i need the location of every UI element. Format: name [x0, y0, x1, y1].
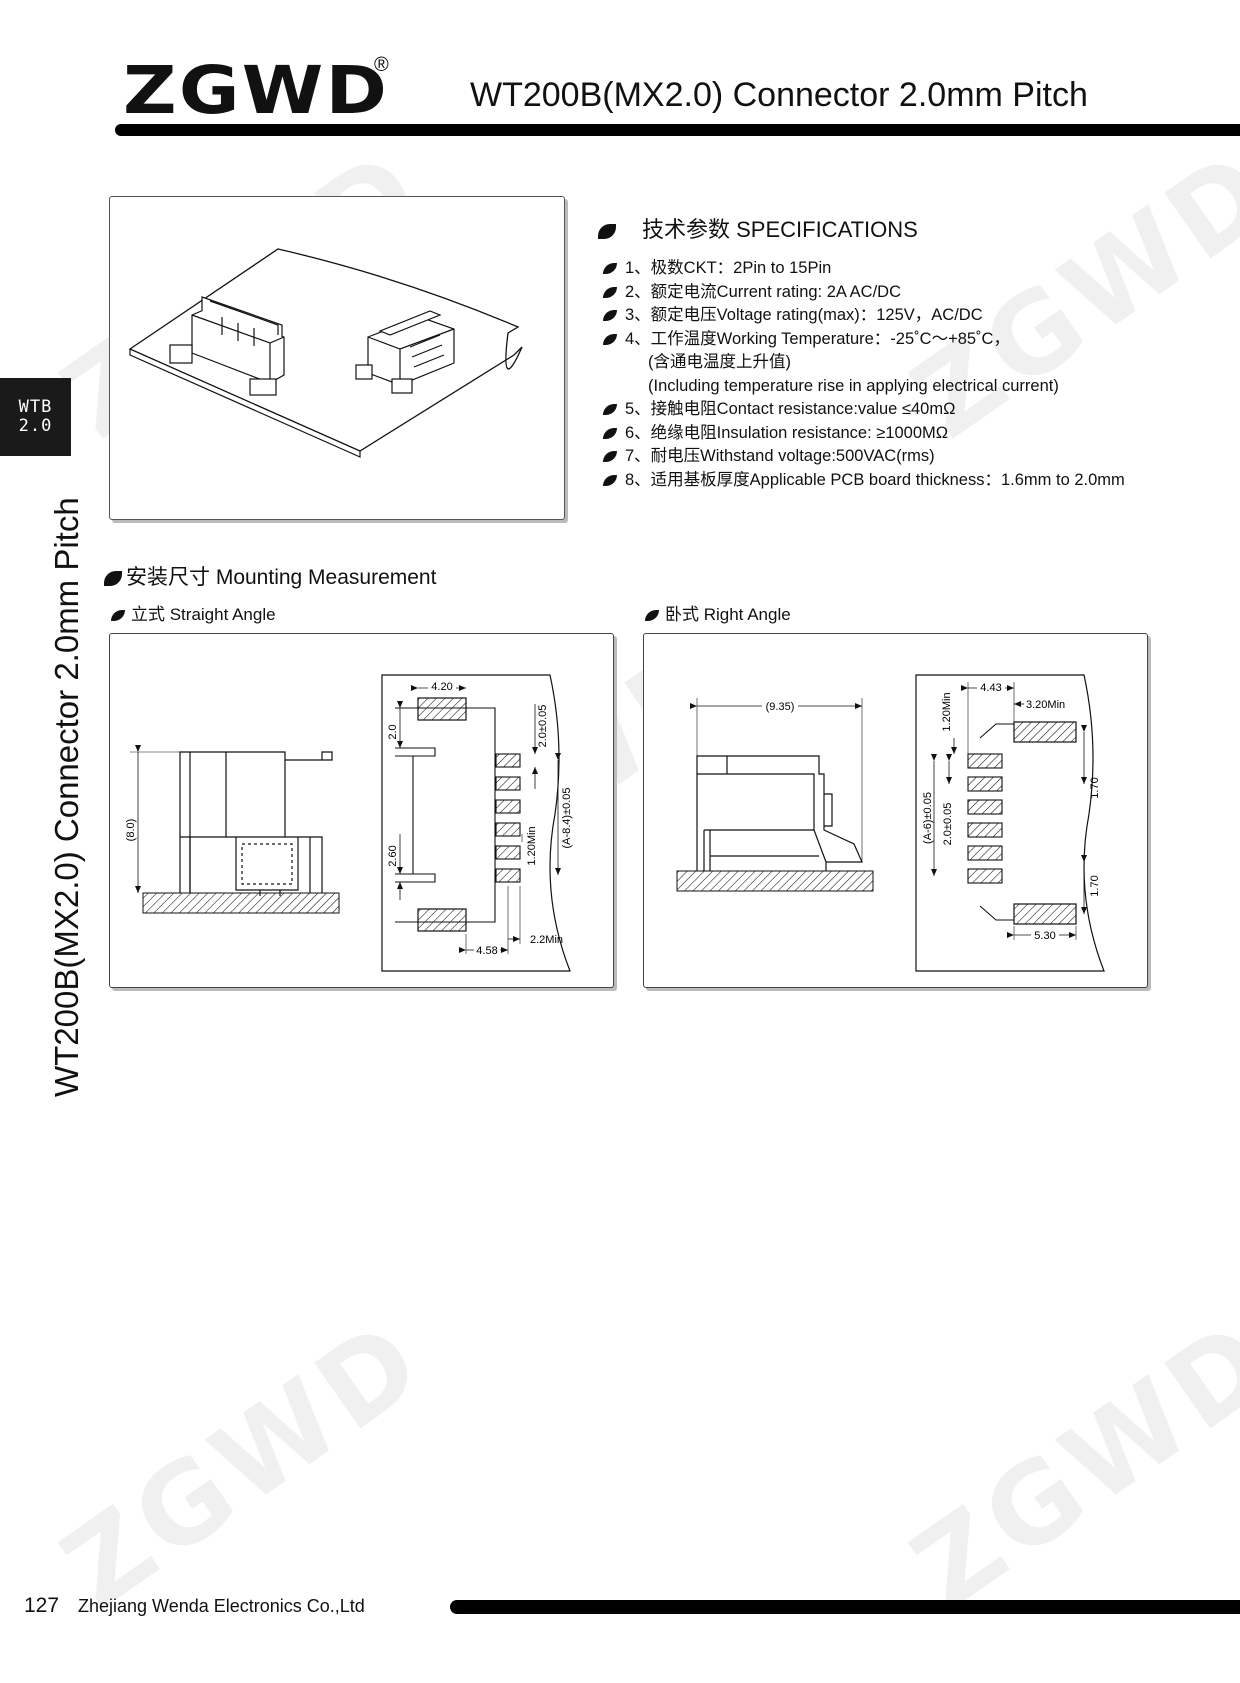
dim-width-420: 4.20 [431, 681, 452, 693]
specifications-heading: 技术参数 SPECIFICATIONS [598, 212, 918, 244]
spec-item: 5、接触电阻Contact resistance:value ≤40mΩ [603, 398, 1125, 422]
leaf-bullet-icon [603, 333, 617, 345]
connector-render-graphic [128, 248, 523, 458]
right-angle-drawing: (9.35) 4.43 3.20Mi [643, 633, 1148, 988]
section-tab-line1: WTB [18, 397, 53, 417]
dim-offset-260: 2.60 [387, 845, 399, 866]
spec-item-note: (Including temperature rise in applying … [648, 376, 1059, 395]
dim-offset-170-top: 1.70 [1089, 777, 1101, 798]
brand-logo: ZGWD [123, 52, 390, 129]
dim-span-a6: (A-6)±0.05 [922, 792, 934, 844]
dim-width-530: 5.30 [1034, 930, 1055, 942]
header-rule [115, 124, 1240, 136]
spec-item: 6、绝缘电阻Insulation resistance: ≥1000MΩ [603, 422, 1125, 446]
dim-offset-170-bottom: 1.70 [1089, 875, 1101, 896]
watermark-logo: ZGWD [40, 1294, 447, 1634]
spec-item: 7、耐电压Withstand voltage:500VAC(rms) [603, 445, 1125, 469]
leaf-bullet-icon [104, 570, 122, 586]
registered-mark: ® [374, 54, 389, 76]
dim-height: (8.0) [125, 819, 137, 842]
section-tab-line2: 2.0 [18, 416, 53, 436]
leaf-bullet-icon [603, 404, 617, 416]
spec-item: 2、额定电流Current rating: 2A AC/DC [603, 281, 1125, 305]
mounting-heading-text: 安装尺寸 Mounting Measurement [126, 566, 437, 589]
dim-pitch-right: 2.0±0.05 [942, 803, 954, 846]
section-tab: WTB 2.0 [0, 378, 71, 456]
dim-offset-20: 2.0 [387, 724, 399, 739]
dim-pitch: 2.0±0.05 [537, 705, 549, 748]
dim-min-22: 2.2Min [530, 934, 563, 946]
dim-min-320: 3.20Min [1026, 699, 1065, 711]
product-illustration [109, 196, 565, 520]
footer-rule [450, 1600, 1240, 1614]
leaf-bullet-icon [111, 610, 125, 622]
company-name: Zhejiang Wenda Electronics Co.,Ltd [78, 1596, 365, 1616]
mounting-heading: 安装尺寸 Mounting Measurement [104, 561, 436, 591]
straight-angle-drawing: (8.0) 4.20 2.0 2.60 2.0±0.05 [109, 633, 614, 988]
spec-item: 1、极数CKT：2Pin to 15Pin [603, 257, 1125, 281]
dim-span-a84: (A-8.4)±0.05 [561, 787, 573, 848]
leaf-bullet-icon [603, 286, 617, 298]
right-angle-diagram: (9.35) 4.43 3.20Mi [676, 674, 1105, 972]
side-title: WT200B(MX2.0) Connector 2.0mm Pitch [48, 497, 85, 1097]
spec-item-note: (含通电温度上升值) [648, 353, 791, 371]
spec-item: 4、工作温度Working Temperature：-25˚C～+85˚C， [603, 328, 1125, 352]
leaf-bullet-icon [603, 427, 617, 439]
page-title: WT200B(MX2.0) Connector 2.0mm Pitch [470, 76, 1088, 114]
dim-width-458: 4.58 [476, 945, 497, 957]
right-angle-label: 卧式 Right Angle [645, 600, 791, 625]
leaf-bullet-icon [645, 610, 659, 622]
leaf-bullet-icon [603, 451, 617, 463]
watermark-logo: ZGWD [890, 1294, 1240, 1634]
leaf-bullet-icon [603, 310, 617, 322]
spec-item: 8、适用基板厚度Applicable PCB board thickness：1… [603, 469, 1125, 493]
dim-length-935: (9.35) [766, 701, 795, 713]
leaf-bullet-icon [598, 223, 616, 239]
page-number: 127 [24, 1594, 60, 1617]
leaf-bullet-icon [603, 474, 617, 486]
specifications-heading-text: 技术参数 SPECIFICATIONS [642, 217, 918, 242]
dim-min-120: 1.20Min [526, 826, 538, 865]
spec-item: 3、额定电压Voltage rating(max)：125V，AC/DC [603, 304, 1125, 328]
leaf-bullet-icon [603, 263, 617, 275]
specifications-list: 1、极数CKT：2Pin to 15Pin 2、额定电流Current rati… [603, 257, 1125, 492]
dim-width-443: 4.43 [980, 682, 1001, 694]
straight-angle-diagram: (8.0) 4.20 2.0 2.60 2.0±0.05 [125, 674, 573, 972]
dim-min-120-right: 1.20Min [941, 692, 953, 731]
straight-angle-label: 立式 Straight Angle [111, 600, 276, 625]
